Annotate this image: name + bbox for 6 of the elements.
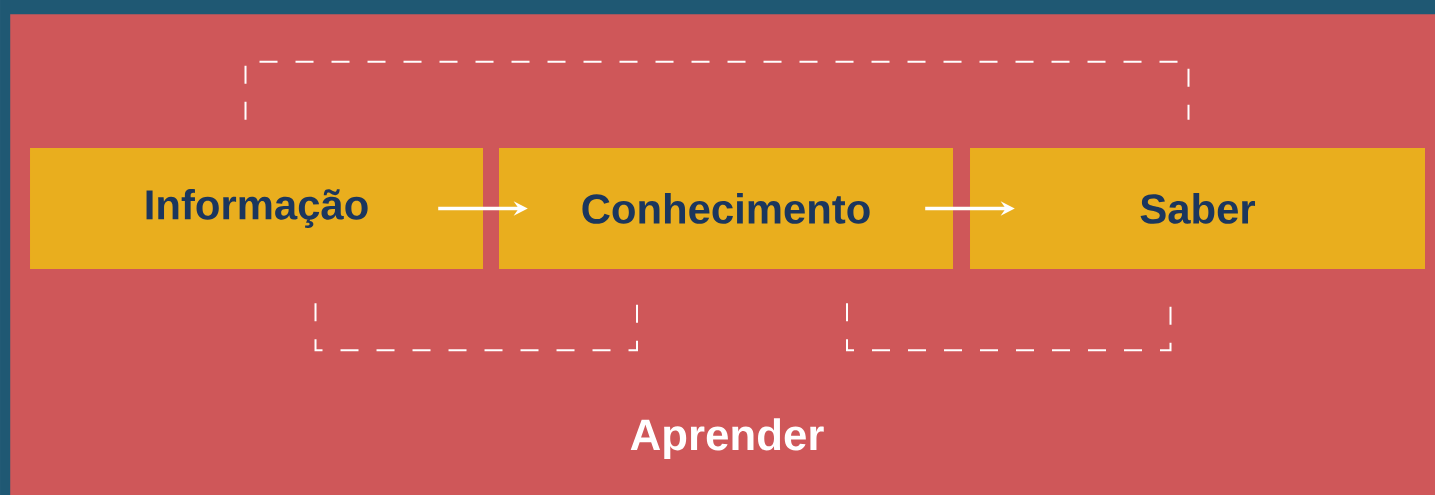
dashed-bracket	[314, 302, 638, 352]
process-box: Saber	[970, 148, 1425, 269]
dashed-bracket	[244, 60, 1190, 121]
process-box: Informação	[30, 148, 483, 269]
process-box: Conhecimento	[499, 148, 953, 269]
dashed-bracket	[846, 302, 1172, 352]
